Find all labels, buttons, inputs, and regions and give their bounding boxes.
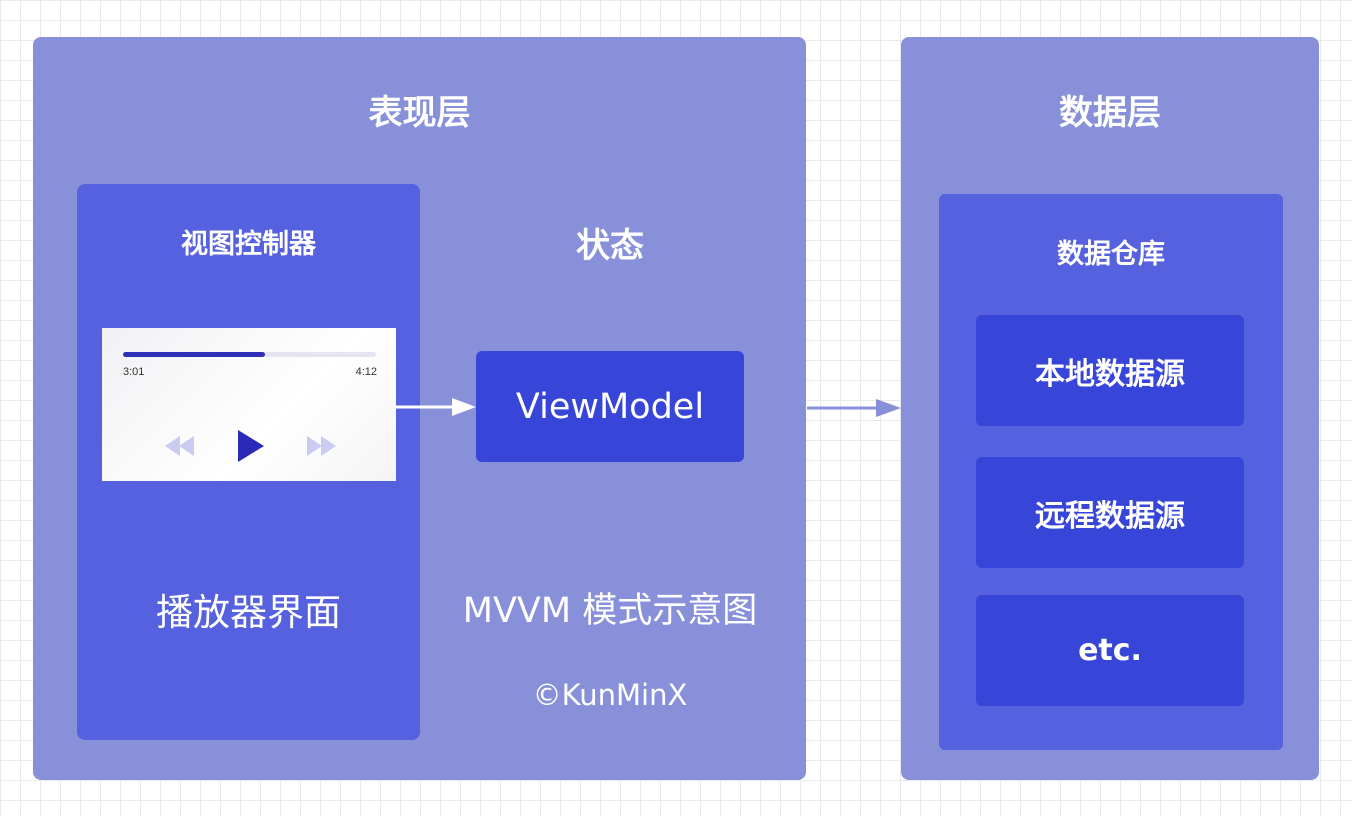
local-data-source: 本地数据源 <box>976 315 1244 426</box>
state-label: 状态 <box>576 226 644 266</box>
total-time: 4:12 <box>355 366 377 378</box>
view-controller-title: 视图控制器 <box>181 229 316 260</box>
repository-panel: 数据仓库 本地数据源 远程数据源 etc. <box>939 194 1283 750</box>
current-time: 3:01 <box>123 366 145 378</box>
etc-data-source: etc. <box>976 595 1244 706</box>
rewind-icon[interactable] <box>165 436 195 456</box>
progress-fill <box>123 352 265 357</box>
player-ui-label: 播放器界面 <box>156 591 341 634</box>
data-layer-title: 数据层 <box>1059 93 1161 133</box>
fast-forward-icon[interactable] <box>306 436 336 456</box>
player-to-viewmodel-arrow <box>396 398 476 416</box>
presentation-to-data-arrow <box>807 399 901 417</box>
presentation-layer-title: 表现层 <box>368 93 471 133</box>
copyright-label: ©KunMinX <box>532 678 688 712</box>
repository-title: 数据仓库 <box>1057 239 1165 270</box>
diagram-caption: MVVM 模式示意图 <box>462 591 758 631</box>
player-mockup: 3:01 4:12 <box>102 328 396 481</box>
viewmodel-box: ViewModel <box>476 351 744 462</box>
remote-data-source: 远程数据源 <box>976 457 1244 568</box>
play-icon[interactable] <box>238 430 264 462</box>
progress-bar[interactable] <box>123 352 376 357</box>
